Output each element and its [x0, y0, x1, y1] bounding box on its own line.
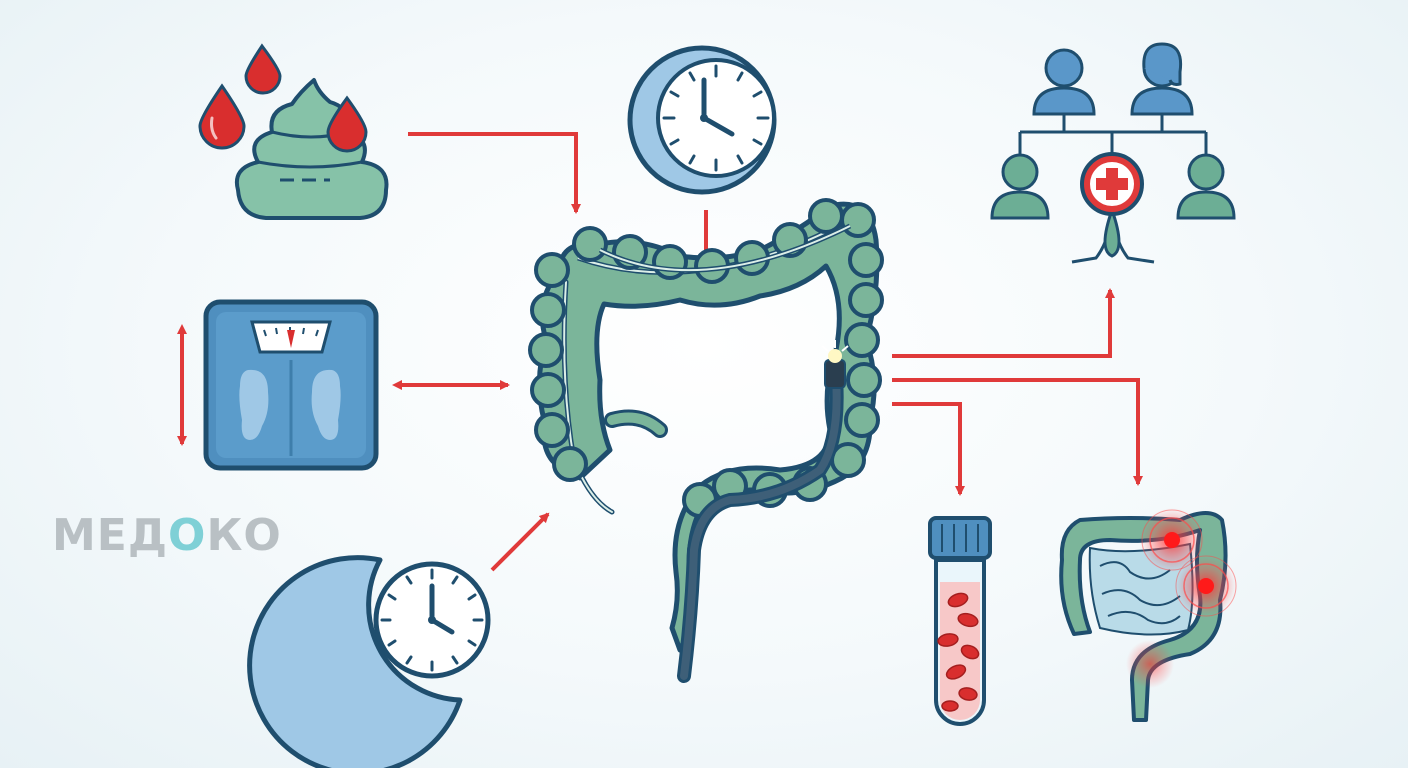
- moon-clock-icon: [247, 555, 491, 768]
- clock-icon: [627, 45, 777, 195]
- colon-bloodtest-arrow: [892, 402, 965, 496]
- colon-inflamed-arrow: [892, 378, 1143, 486]
- brand-text-left: МЕД: [52, 510, 169, 561]
- family-tree-medical-icon: [990, 42, 1236, 264]
- night-colon-arrow: [490, 512, 550, 572]
- brand-text-right: КО: [206, 510, 282, 561]
- blood-test-tube-icon: [928, 516, 992, 726]
- bathroom-scale-icon: [203, 299, 379, 471]
- stool-with-blood-drops-icon: [198, 43, 389, 220]
- inflamed-intestine-icon: [1059, 508, 1237, 722]
- brand-logo: МЕДОКО: [52, 510, 282, 561]
- colon-family-arrow: [892, 288, 1115, 358]
- colon-with-endoscope-icon: [528, 198, 884, 683]
- brand-text-o: О: [168, 510, 207, 561]
- stool-colon-arrow: [408, 132, 581, 214]
